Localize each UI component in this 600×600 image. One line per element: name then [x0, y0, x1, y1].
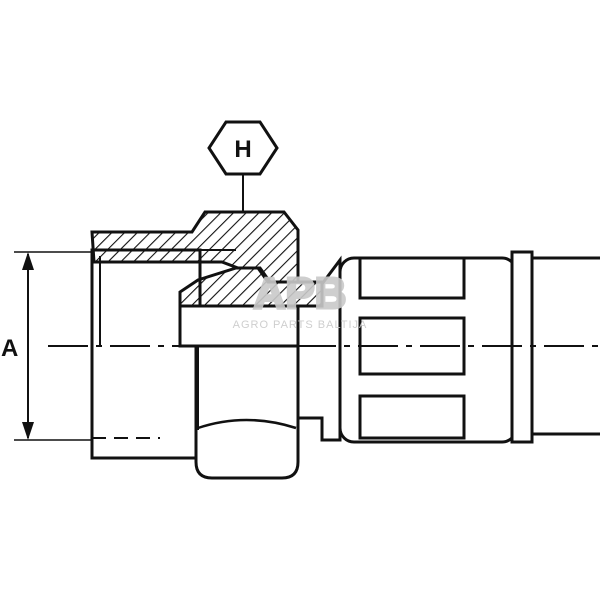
watermark: APB AGRO PARTS BALTIJA	[233, 268, 368, 332]
watermark-logo: APB	[254, 269, 347, 318]
connecting-neck	[296, 255, 342, 442]
ferrule-groove-bottom	[358, 394, 466, 440]
watermark-text: AGRO PARTS BALTIJA	[233, 319, 368, 331]
hex-size-callout: H	[207, 120, 279, 212]
dimension-label: A	[1, 335, 18, 362]
neck-outline	[296, 255, 342, 442]
nut-hex-lower	[194, 344, 300, 480]
ferrule-groove-top	[358, 256, 466, 300]
nut-hex-chamfer	[197, 418, 297, 430]
hexagon-icon	[207, 120, 279, 176]
dimension-arrow-top	[22, 252, 34, 270]
dimension-arrow-bottom	[22, 422, 34, 440]
left-body-outline	[90, 248, 202, 460]
nut-hex-outline	[194, 344, 300, 480]
dimension-a: A	[1, 251, 92, 441]
left-body	[90, 248, 202, 460]
hex-size-label: H	[234, 136, 251, 163]
